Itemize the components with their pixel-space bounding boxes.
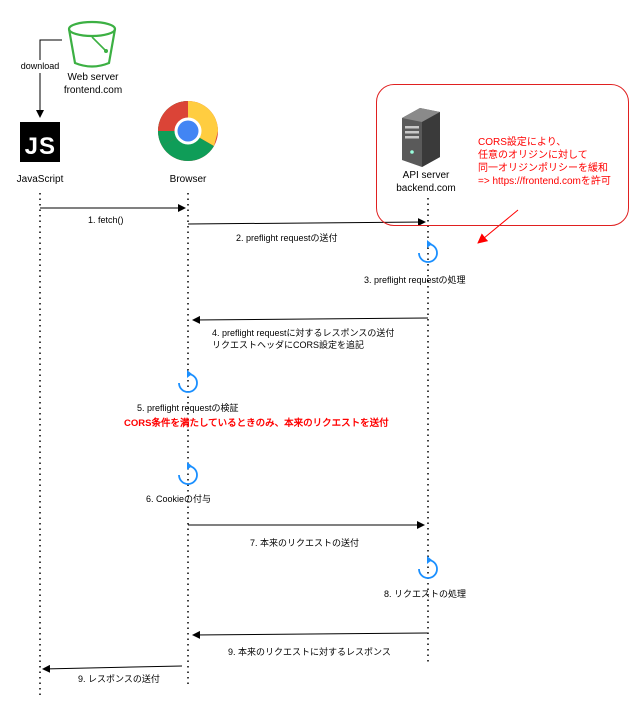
webserver-label: Web server frontend.com [63, 72, 123, 96]
arrow-step-9b [42, 664, 183, 673]
download-connector [36, 39, 62, 118]
api-label: API server backend.com [396, 170, 456, 194]
step-8-label: 8. リクエストの処理 [384, 589, 467, 599]
cors-note-box [376, 84, 629, 226]
chrome-icon [157, 101, 218, 162]
arrow-step-9a [192, 630, 429, 639]
step-3-label: 3. preflight requestの処理 [364, 275, 466, 285]
process-cycle-icon [178, 462, 198, 485]
note-pointer [477, 209, 519, 244]
browser-label: Browser [169, 174, 207, 185]
step-1-label: 1. fetch() [88, 215, 124, 225]
bucket-icon [67, 20, 117, 68]
step-7-label: 7. 本来のリクエストの送付 [250, 538, 360, 548]
step-9a-label: 9. 本来のリクエストに対するレスポンス [228, 647, 391, 657]
arrow-step-4 [192, 315, 429, 324]
server-icon [402, 108, 440, 167]
cors-note-text: CORS設定により、 任意のオリジンに対して 同一オリジンポリシーを緩和 => … [478, 137, 611, 187]
js-logo-icon: JS [20, 122, 60, 162]
step-5-label: 5. preflight requestの検証 [137, 403, 239, 413]
process-cycle-icon [418, 240, 438, 263]
cors-condition-label: CORS条件を満たしているときのみ、本来のリクエストを送付 [124, 418, 389, 429]
step-9b-label: 9. レスポンスの送付 [78, 674, 160, 684]
process-cycle-icon [178, 370, 198, 393]
step-6-label: 6. Cookieの付与 [146, 494, 212, 504]
download-label: download [20, 61, 60, 71]
step-4-label: 4. preflight requestに対するレスポンスの送付 リクエストヘッ… [212, 328, 395, 350]
step-2-label: 2. preflight requestの送付 [236, 233, 338, 243]
javascript-label: JavaScript [16, 174, 64, 185]
process-cycle-icon [418, 556, 438, 579]
